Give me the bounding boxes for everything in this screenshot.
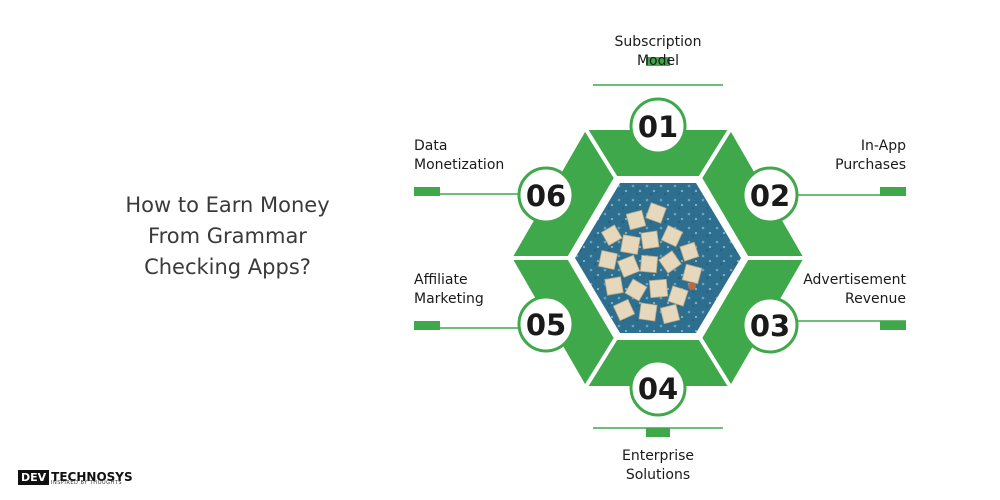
connector-tab-06 [414,187,440,196]
label-04-line-1: Enterprise [600,447,716,466]
number-04: 04 [638,372,678,406]
label-03-line-1: Advertisement [786,271,906,290]
label-02-line-1: In-App [796,137,906,156]
label-affiliate-marketing: Affiliate Marketing [414,271,524,309]
number-05: 05 [526,308,566,342]
number-02: 02 [750,179,790,213]
number-03: 03 [750,309,790,343]
label-05-line-2: Marketing [414,290,524,309]
label-enterprise-solutions: Enterprise Solutions [600,447,716,485]
label-01-line-1: Subscription [600,33,716,52]
label-data-monetization: Data Monetization [414,137,534,175]
connector-tab-05 [414,321,440,330]
connector-tab-04 [646,428,670,437]
logo-mark: DEV [18,470,49,485]
connector-tab-03 [880,321,906,330]
label-04-line-2: Solutions [600,466,716,485]
company-logo: DEV TECHNOSYS INSPIRED BY THOUGHTS [18,466,133,488]
label-advertisement-revenue: Advertisement Revenue [786,271,906,309]
number-06: 06 [526,179,566,213]
label-in-app-purchases: In-App Purchases [796,137,906,175]
connector-tab-02 [880,187,906,196]
label-01-line-2: Model [600,52,716,71]
label-05-line-1: Affiliate [414,271,524,290]
label-02-line-2: Purchases [796,156,906,175]
number-01: 01 [638,110,678,144]
logo-tagline: INSPIRED BY THOUGHTS [51,480,122,486]
label-06-line-1: Data [414,137,534,156]
label-03-line-2: Revenue [786,290,906,309]
label-subscription-model: Subscription Model [600,33,716,71]
label-06-line-2: Monetization [414,156,534,175]
